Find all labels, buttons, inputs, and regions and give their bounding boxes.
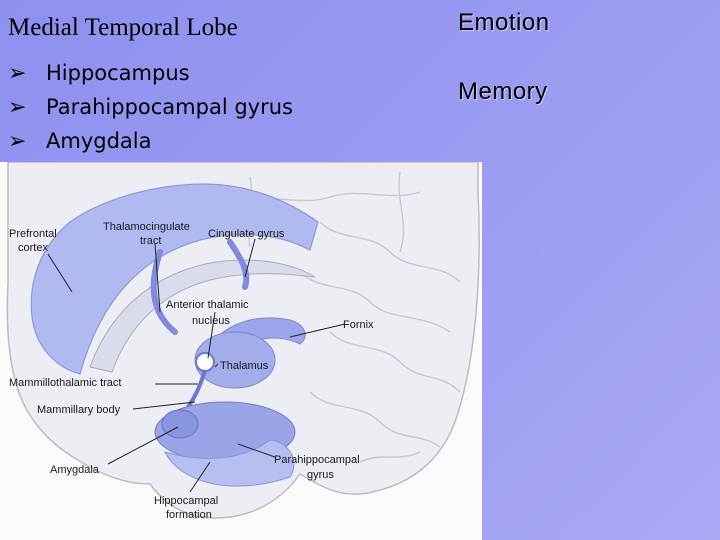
bullet-text: Hippocampus (46, 61, 190, 85)
bullet-item-parahippocampal: ➢ Parahippocampal gyrus (8, 90, 293, 124)
limbic-cingulate-region (30, 183, 319, 375)
label-thalamus: Thalamus (220, 360, 269, 372)
label-mammillary-body: Mammillary body (37, 404, 121, 416)
arrow-bullet-icon: ➢ (8, 128, 27, 154)
label-thalamocingulate-2: tract (140, 235, 161, 247)
label-prefrontal-2: cortex (18, 242, 48, 254)
cingulate-tract (227, 239, 250, 290)
mammillothalamic-path (186, 369, 207, 409)
label-hippocampal-2: formation (166, 509, 212, 521)
label-anterior-thalamic-2: nucleus (192, 315, 230, 327)
bullet-text: Parahippocampal gyrus (46, 95, 293, 119)
label-parahippocampal-1: Parahippocampal (274, 454, 360, 466)
arrow-bullet-icon: ➢ (8, 94, 27, 120)
label-thalamocingulate-1: Thalamocingulate (103, 221, 190, 233)
slide-title: Medial Temporal Lobe (8, 14, 238, 41)
bullet-item-hippocampus: ➢ Hippocampus (8, 56, 293, 90)
amygdala-body (161, 409, 199, 439)
gyri-folds (239, 171, 461, 463)
leader-lines (47, 238, 346, 493)
parahippocampal-region (164, 439, 295, 487)
label-fornix: Fornix (343, 319, 374, 331)
label-prefrontal-1: Prefrontal (9, 228, 57, 240)
brain-illustration: Prefrontal cortex Thalamocingulate tract… (0, 162, 482, 540)
bullet-list: ➢ Hippocampus ➢ Parahippocampal gyrus ➢ … (8, 56, 293, 158)
label-mammillothalamic: Mammillothalamic tract (9, 377, 121, 389)
keyword-emotion: Emotion (458, 9, 550, 36)
keyword-memory: Memory (458, 78, 548, 105)
label-anterior-thalamic-1: Anterior thalamic (166, 299, 249, 311)
thalamocingulate-tract (150, 249, 178, 335)
label-amygdala: Amygdala (50, 464, 100, 476)
label-cingulate-gyrus: Cingulate gyrus (208, 228, 285, 240)
bullet-item-amygdala: ➢ Amygdala (8, 124, 293, 158)
brain-diagram: Prefrontal cortex Thalamocingulate tract… (6, 162, 480, 521)
anterior-thalamic-nucleus (195, 352, 215, 372)
label-parahippocampal-2: gyrus (307, 469, 334, 481)
thalamus-body (194, 331, 276, 389)
label-hippocampal-1: Hippocampal (154, 495, 218, 507)
bullet-text: Amygdala (46, 129, 152, 153)
arrow-bullet-icon: ➢ (8, 60, 27, 86)
